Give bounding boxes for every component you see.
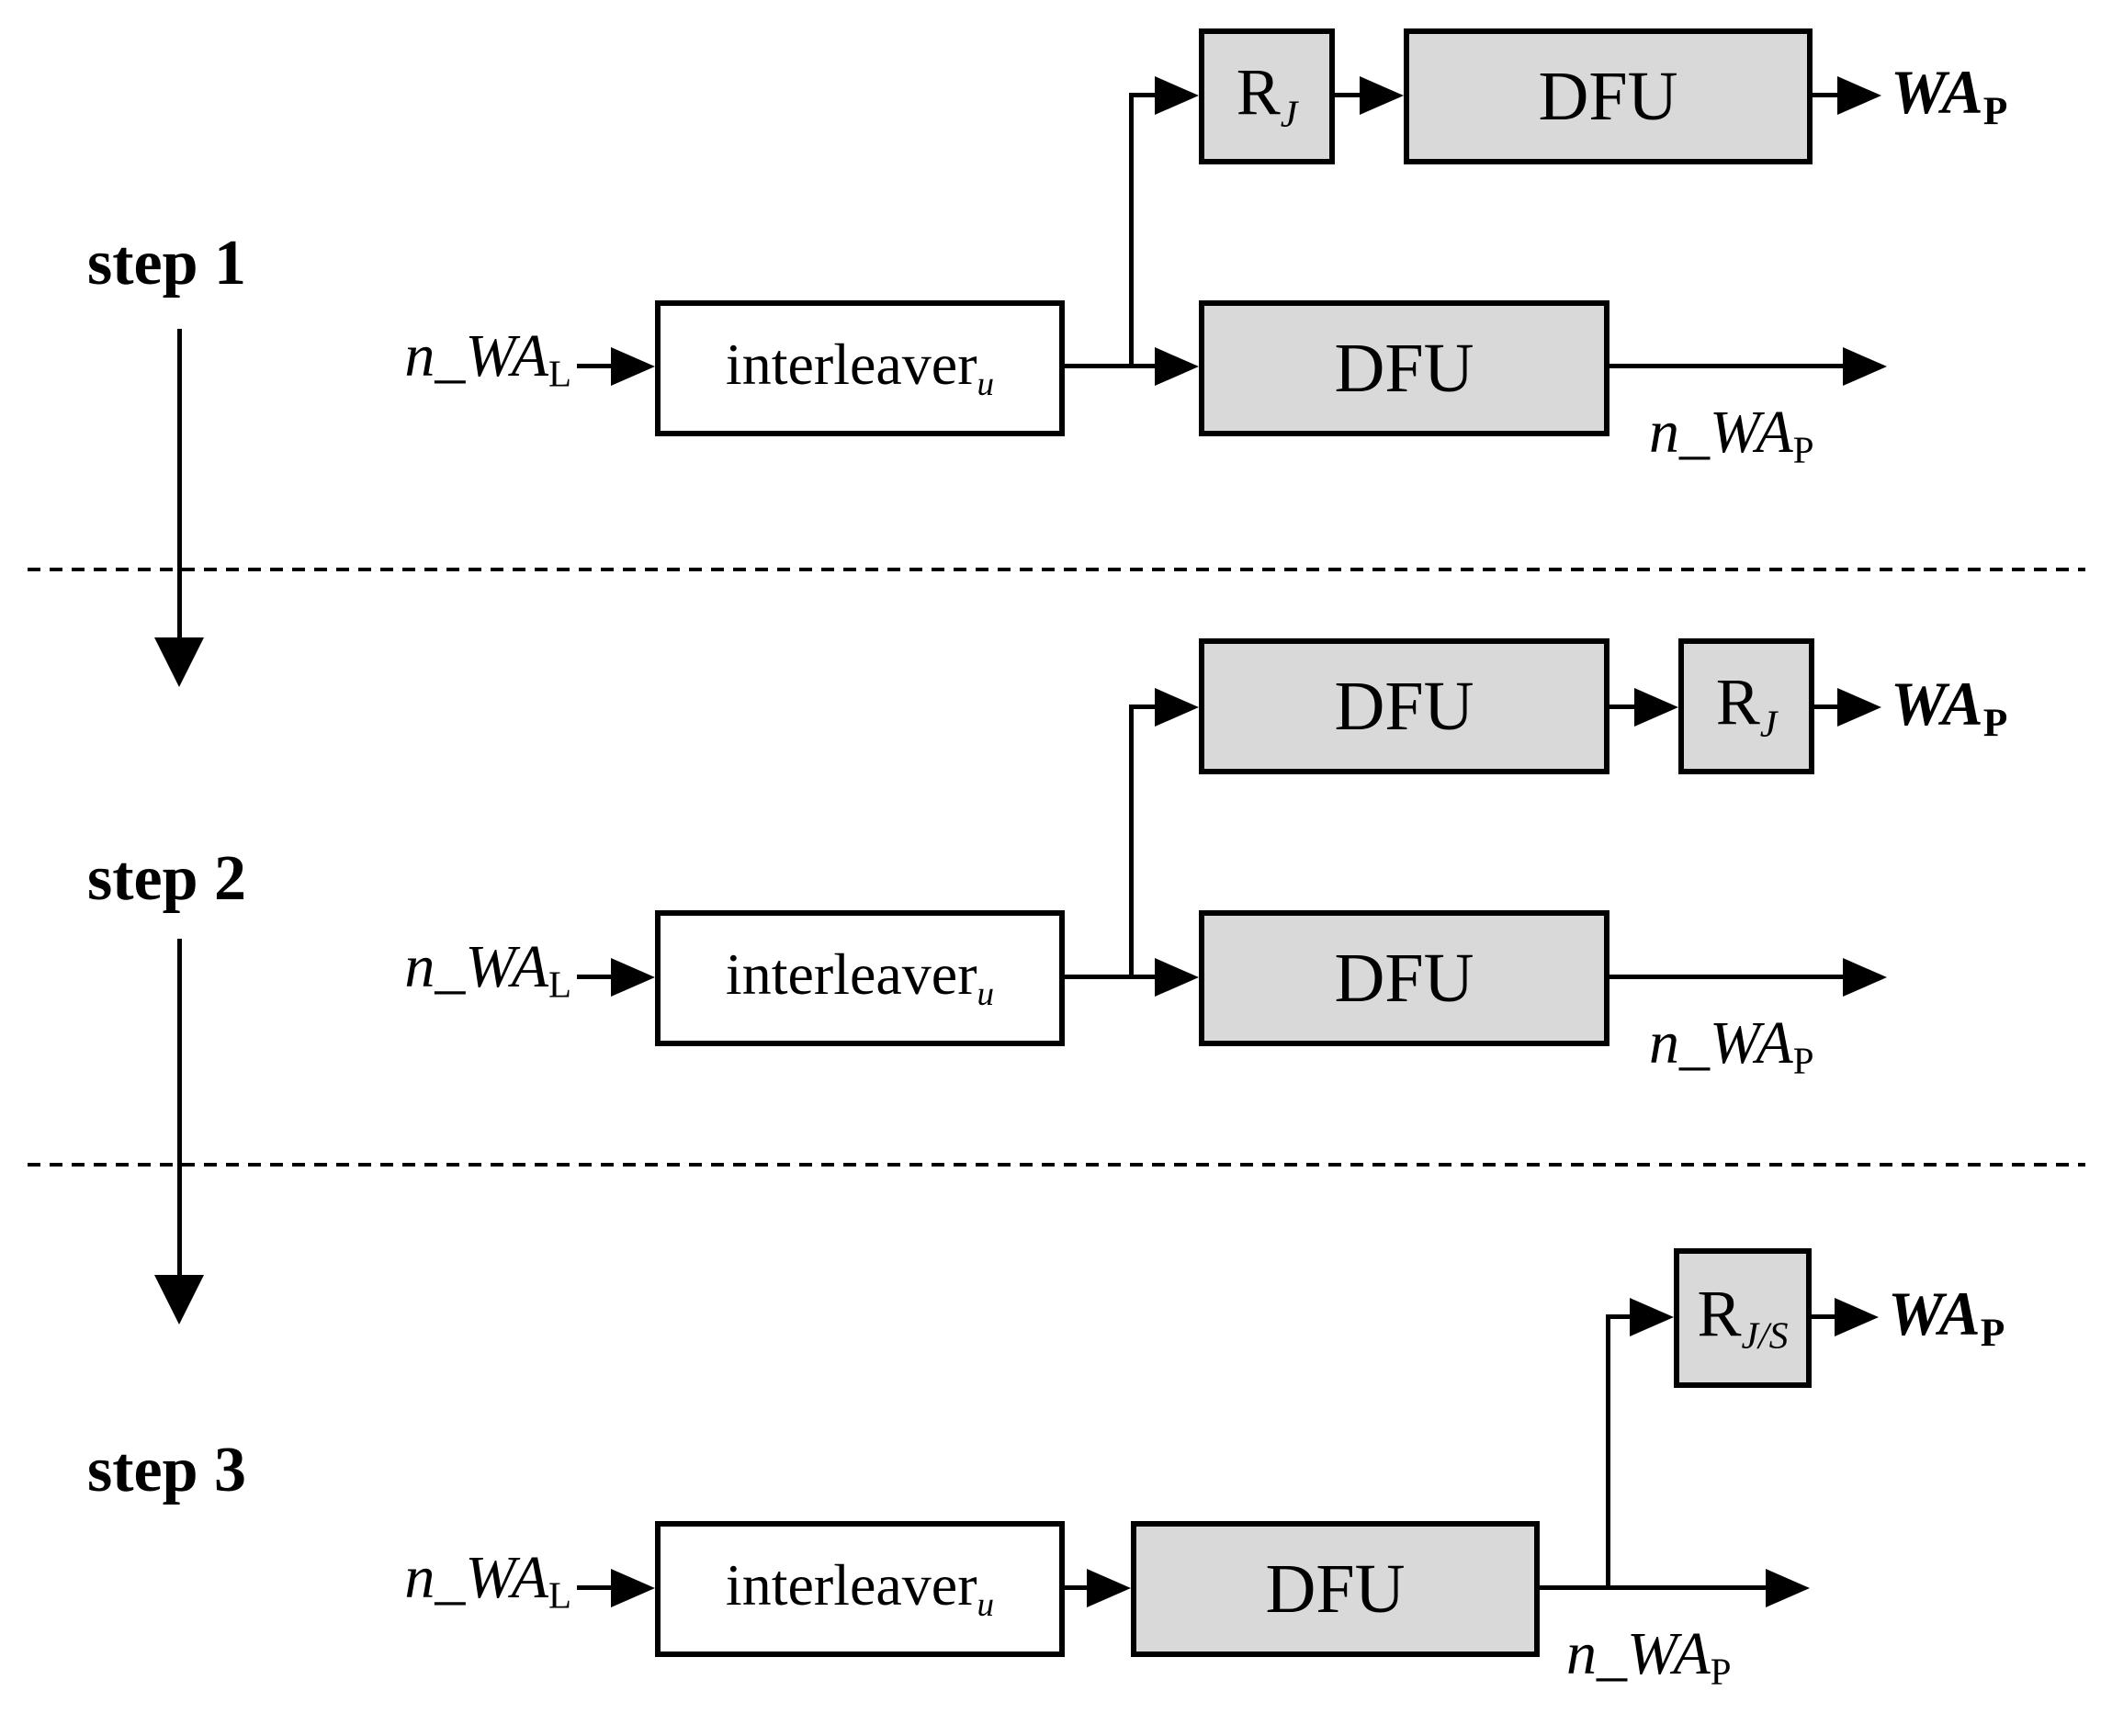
step1-dfu-top-box: DFU — [1404, 28, 1813, 164]
step1-label: step 1 — [87, 228, 247, 299]
step1-branch-stub — [1129, 93, 1160, 97]
step1-dfu-in-arrow-head-icon — [1155, 347, 1199, 386]
step1-bottom-out-arrow-head-icon — [1843, 347, 1887, 386]
step1-top-out-line — [1813, 93, 1842, 97]
step2-label: step 2 — [87, 843, 247, 914]
step3-reorder-box: RJ/S — [1674, 1248, 1812, 1388]
step2-dfu-top-box: DFU — [1199, 638, 1609, 774]
step1-interleaver-box: interleaveru — [655, 300, 1065, 436]
step3-label: step 3 — [87, 1435, 247, 1505]
step3-top-out-line — [1812, 1314, 1839, 1319]
step2-input-signal: n_WAL — [404, 933, 571, 1006]
flow-arrow-1-line — [177, 329, 182, 641]
step1-dfu-bottom-box: DFU — [1199, 300, 1609, 436]
separator-2 — [28, 1163, 2085, 1167]
step1-rj-dfu-line — [1335, 93, 1364, 97]
step3-rjs-in-arrow-head-icon — [1630, 1298, 1674, 1336]
step2-dfu-rj-arrow-head-icon — [1634, 688, 1678, 727]
step2-input-arrow-line — [577, 975, 617, 979]
step3-input-signal: n_WAL — [404, 1544, 571, 1617]
step1-rj-dfu-arrow-head-icon — [1360, 76, 1404, 115]
step1-output-top-label: WAP — [1891, 57, 2008, 134]
step2-main-line — [1065, 975, 1157, 979]
flow-arrow-2-line — [177, 939, 182, 1279]
step2-input-arrow-head-icon — [611, 958, 655, 997]
step2-dfu-rj-line — [1609, 705, 1639, 709]
step3-input-arrow-line — [577, 1585, 617, 1590]
step2-branch-line — [1129, 705, 1134, 979]
flow-arrow-2-head-icon — [154, 1275, 204, 1325]
step2-output-top-label: WAP — [1891, 669, 2008, 746]
step1-output-bottom-label: n_WAP — [1649, 399, 1814, 471]
step1-top-out-arrow-head-icon — [1837, 76, 1881, 115]
step2-output-bottom-label: n_WAP — [1649, 1009, 1814, 1082]
step2-dfu-top-in-arrow-head-icon — [1155, 688, 1199, 727]
step2-dfu-bottom-box: DFU — [1199, 910, 1609, 1046]
step2-bottom-out-line — [1609, 975, 1845, 979]
step3-output-bottom-label: n_WAP — [1566, 1620, 1732, 1693]
step1-branch-line — [1129, 93, 1134, 368]
step2-bottom-out-arrow-head-icon — [1843, 958, 1887, 997]
step1-bottom-out-line — [1609, 364, 1845, 368]
step2-interleaver-box: interleaveru — [655, 910, 1065, 1046]
step1-rj-in-arrow-head-icon — [1155, 76, 1199, 115]
step1-reorder-box: RJ — [1199, 28, 1335, 164]
step3-interleaver-box: interleaveru — [655, 1521, 1065, 1657]
step3-dfu-in-arrow-head-icon — [1087, 1569, 1131, 1607]
step1-input-arrow-head-icon — [611, 347, 655, 386]
step2-reorder-box: RJ — [1678, 638, 1814, 774]
step3-input-arrow-head-icon — [611, 1569, 655, 1607]
step3-branch-line — [1606, 1314, 1610, 1590]
step2-branch-stub — [1129, 705, 1160, 709]
step2-top-out-line — [1814, 705, 1842, 709]
step3-bottom-out-line — [1540, 1585, 1768, 1590]
step2-dfu-in-arrow-head-icon — [1155, 958, 1199, 997]
step1-input-arrow-line — [577, 364, 617, 368]
step3-top-out-arrow-head-icon — [1835, 1298, 1879, 1336]
step2-top-out-arrow-head-icon — [1837, 688, 1881, 727]
step1-main-line — [1065, 364, 1157, 368]
step3-dfu-box: DFU — [1131, 1521, 1540, 1657]
step3-output-top-label: WAP — [1888, 1279, 2005, 1356]
flow-arrow-1-head-icon — [154, 637, 204, 687]
separator-1 — [28, 568, 2085, 571]
step1-input-signal: n_WAL — [404, 322, 571, 395]
step3-branch-stub — [1606, 1314, 1635, 1319]
step3-bottom-out-arrow-head-icon — [1766, 1569, 1810, 1607]
step3-il-dfu-line — [1065, 1585, 1092, 1590]
